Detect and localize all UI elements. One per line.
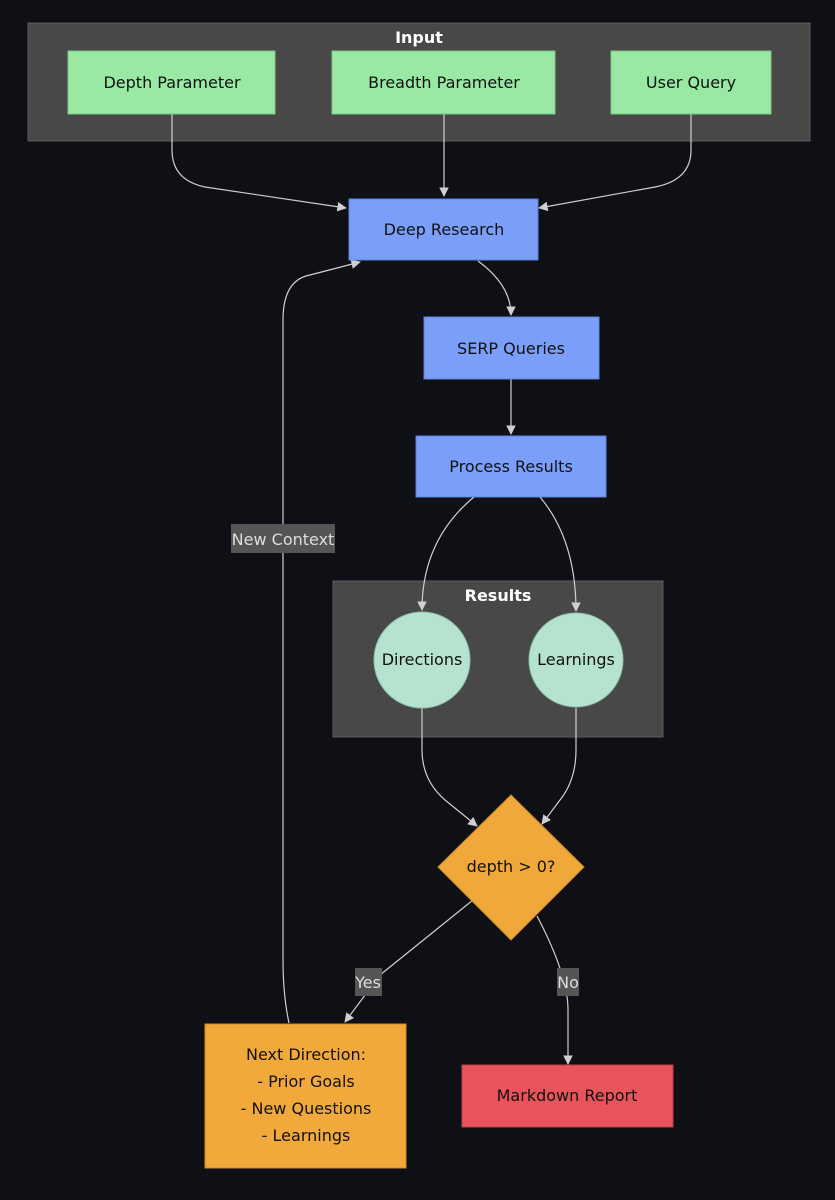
edge-label-yes: Yes (354, 968, 382, 996)
edge-decision-yes-to-next-direction (344, 899, 474, 1023)
learnings-label: Learnings (537, 650, 615, 669)
directions-label: Directions (382, 650, 463, 669)
edge-label-new-context: New Context (231, 524, 335, 553)
next-direction-item-prior-goals: - Prior Goals (257, 1072, 354, 1091)
process-results-label: Process Results (449, 457, 573, 476)
node-learnings[interactable]: Learnings (528, 612, 624, 708)
node-next-direction[interactable]: Next Direction: - Prior Goals - New Ques… (204, 1023, 407, 1169)
edge-directions-to-decision (421, 708, 478, 827)
node-directions[interactable]: Directions (373, 611, 471, 709)
breadth-parameter-label: Breadth Parameter (368, 73, 520, 92)
user-query-label: User Query (646, 73, 736, 92)
markdown-report-label: Markdown Report (497, 1086, 638, 1105)
edge-deep-research-to-serp (477, 260, 516, 316)
node-decision-depth[interactable]: depth > 0? (437, 794, 585, 941)
node-process-results[interactable]: Process Results (415, 435, 607, 498)
edge-next-direction-to-deep-research (282, 259, 361, 1024)
edge-process-to-directions (417, 496, 475, 611)
next-direction-item-new-questions: - New Questions (241, 1099, 372, 1118)
edge-depth-to-deep-research (171, 114, 347, 212)
depth-parameter-label: Depth Parameter (103, 73, 240, 92)
edge-process-to-learnings (539, 496, 581, 612)
yes-label: Yes (354, 973, 381, 992)
edge-learnings-to-decision (541, 708, 577, 825)
next-direction-item-learnings: - Learnings (262, 1126, 351, 1145)
node-user-query[interactable]: User Query (610, 50, 772, 115)
edge-query-to-deep-research (538, 114, 692, 212)
edge-label-no: No (557, 968, 579, 996)
node-depth-parameter[interactable]: Depth Parameter (67, 50, 276, 115)
serp-queries-label: SERP Queries (457, 339, 565, 358)
input-group-title: Input (395, 28, 443, 47)
no-label: No (557, 973, 579, 992)
deep-research-label: Deep Research (384, 220, 505, 239)
node-deep-research[interactable]: Deep Research (348, 198, 539, 261)
results-group-title: Results (465, 586, 532, 605)
decision-label: depth > 0? (467, 857, 556, 876)
new-context-label: New Context (232, 530, 335, 549)
node-markdown-report[interactable]: Markdown Report (461, 1064, 674, 1128)
node-breadth-parameter[interactable]: Breadth Parameter (331, 50, 556, 115)
node-serp-queries[interactable]: SERP Queries (423, 316, 600, 380)
next-direction-title: Next Direction: (246, 1045, 366, 1064)
